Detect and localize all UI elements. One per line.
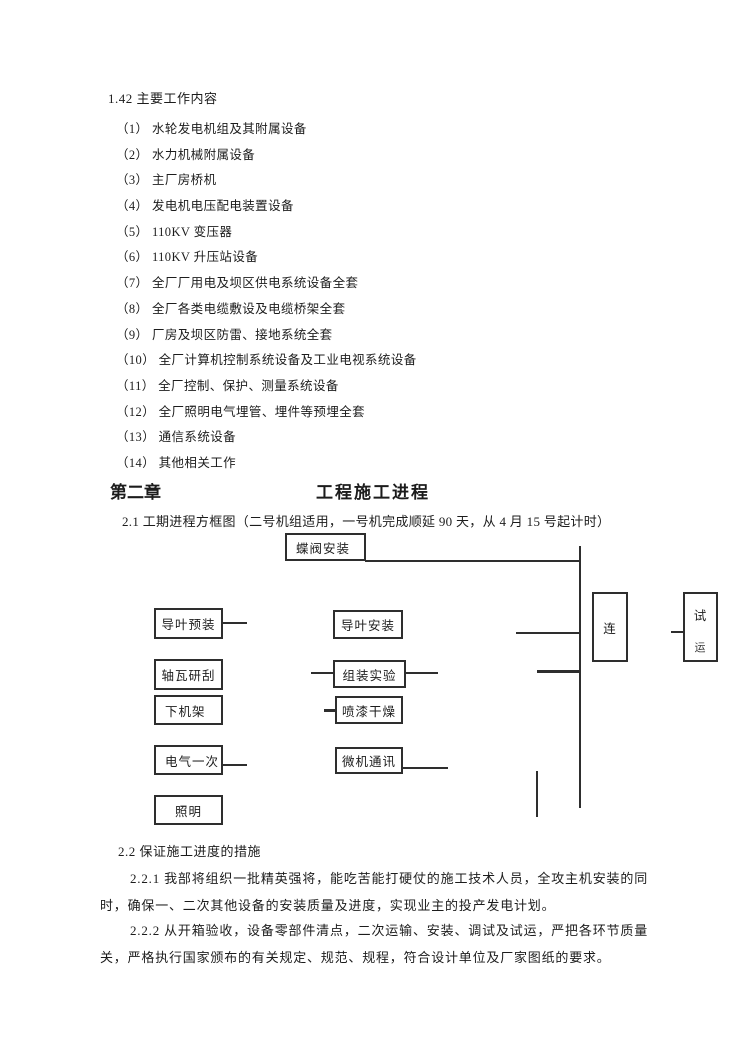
work-item: （13） 通信系统设备 xyxy=(116,430,237,445)
work-item: （1） 水轮发电机组及其附属设备 xyxy=(116,122,307,136)
flow-box-assembly-test: 组装实验 xyxy=(333,660,406,688)
flow-box-paint-drying: 喷漆干燥 xyxy=(335,696,403,724)
chapter-heading: 第二章 工程施工进程 xyxy=(110,478,430,503)
flow-box-bearing-scraping: 轴瓦研刮 xyxy=(154,659,223,690)
flow-box-guide-vane-install: 导叶安装 xyxy=(333,610,403,639)
trial-run-label-bottom: 运 xyxy=(694,642,707,654)
connector-trial-box xyxy=(671,631,683,633)
chapter-title: 工程施工进程 xyxy=(316,483,430,502)
connector-assembly-right xyxy=(406,672,438,674)
work-item: （5） 110KV 变压器 xyxy=(116,224,233,239)
flow-box-lower-frame: 下机架 xyxy=(154,695,223,725)
work-item: （4） 发电机电压配电装置设备 xyxy=(116,199,294,214)
work-item: （12） 全厂照明电气埋管、埋件等预埋全套 xyxy=(116,404,366,419)
flow-box-trial-run: 试 运 xyxy=(683,592,718,662)
section-2-2-title: 2.2 保证施工进度的措施 xyxy=(118,844,262,859)
flow-box-die-valve-install: 蝶阀安装 xyxy=(285,533,366,561)
work-item: （14） 其他相关工作 xyxy=(116,455,237,470)
connector-electrical-primary xyxy=(223,764,247,766)
work-item: （10） 全厂计算机控制系统设备及工业电视系统设备 xyxy=(116,353,417,368)
connector-assembly-left xyxy=(311,672,333,674)
work-item: （3） 主厂房桥机 xyxy=(116,173,217,188)
work-item: （6） 110KV 升压站设备 xyxy=(116,250,259,265)
connector-computer-comm xyxy=(403,767,448,769)
connector-guide-pre xyxy=(223,622,247,624)
paragraph-2-2-1: 2.2.1 我部将组织一批精英强将，能吃苦能打硬仗的施工技术人员，全攻主机安装的… xyxy=(100,871,648,913)
paragraph-2-2-2: 2.2.2 从开箱验收，设备零部件清点，二次运输、安装、调试及试运，严把各环节质… xyxy=(100,923,648,965)
work-item: （9） 厂房及坝区防雷、接地系统全套 xyxy=(116,327,333,342)
work-items-list: （1） 水轮发电机组及其附属设备 （2） 水力机械附属设备 （3） 主厂房桥机 … xyxy=(116,118,417,478)
connector-top-horizontal xyxy=(365,560,580,562)
flow-box-guide-vane-preassembly: 导叶预装 xyxy=(154,608,223,639)
work-item: （2） 水力机械附属设备 xyxy=(116,147,256,162)
connector-paint-dry xyxy=(324,709,335,712)
short-vertical-line xyxy=(536,771,538,817)
main-vertical-line xyxy=(579,546,581,808)
connector-into-vertical-lower xyxy=(537,670,580,673)
work-item: （8） 全厂各类电缆敷设及电缆桥架全套 xyxy=(116,301,346,316)
flow-box-connect: 连 xyxy=(592,592,628,662)
flow-box-computer-communication: 微机通讯 xyxy=(335,747,403,774)
chapter-number: 第二章 xyxy=(110,483,161,502)
section-1-42-title: 1.42 主要工作内容 xyxy=(108,91,218,106)
flow-box-lighting: 照明 xyxy=(154,795,223,825)
connector-into-vertical-upper xyxy=(516,632,580,634)
flow-box-electrical-primary: 电气一次 xyxy=(154,745,223,775)
work-item: （11） 全厂控制、保护、测量系统设备 xyxy=(116,378,339,393)
trial-run-label-top: 试 xyxy=(693,609,708,623)
section-2-1-line: 2.1 工期进程方框图（二号机组适用，一号机完成顺延 90 天，从 4 月 15… xyxy=(122,514,611,529)
work-item: （7） 全厂厂用电及坝区供电系统设备全套 xyxy=(116,276,359,291)
